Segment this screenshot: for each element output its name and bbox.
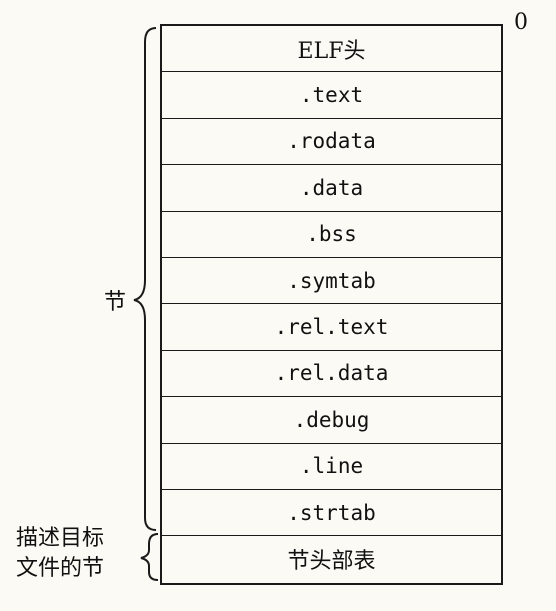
section-header-label-line2: 文件的节 <box>16 556 105 581</box>
section-header-label: 描述目标 文件的节 <box>16 524 104 584</box>
row-strtab: .strtab <box>162 490 501 537</box>
offset-zero-label: 0 <box>514 10 528 35</box>
row-rel-data: .rel.data <box>162 351 501 398</box>
row-debug: .debug <box>162 397 501 444</box>
row-rel-text: .rel.text <box>162 304 501 351</box>
sections-brace <box>133 27 157 531</box>
sections-label: 节 <box>104 290 127 315</box>
section-header-label-line1: 描述目标 <box>16 526 105 551</box>
elf-section-table: ELF头 .text .rodata .data .bss .symtab .r… <box>160 24 503 585</box>
section-header-brace <box>140 533 159 581</box>
row-symtab: .symtab <box>162 258 501 305</box>
row-line: .line <box>162 444 501 490</box>
row-elf-header: ELF头 <box>162 26 501 73</box>
row-section-header-table: 节头部表 <box>287 549 376 575</box>
row-bss: .bss <box>162 212 501 258</box>
row-data: .data <box>162 165 501 212</box>
row-text: .text <box>162 72 501 119</box>
row-rodata: .rodata <box>162 119 501 166</box>
